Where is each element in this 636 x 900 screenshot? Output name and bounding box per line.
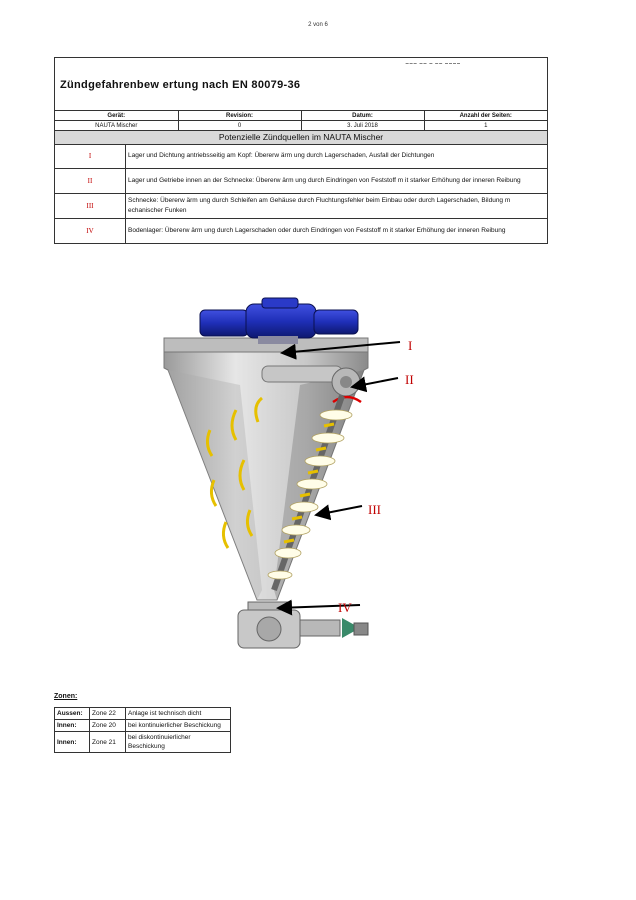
document-title: Zündgefahrenbew ertung nach EN 80079-36 <box>60 79 301 91</box>
zone-description: bei diskontinuierlicher Beschickung <box>125 731 231 753</box>
swivel-arm <box>261 365 362 404</box>
callout-arrows <box>276 341 401 616</box>
meta-header-device: Gerät: <box>55 111 179 121</box>
zones-table: Aussen: Zone 22 Anlage ist technisch dic… <box>54 707 231 753</box>
meta-table: Gerät: Revision: Datum: Anzahl der Seite… <box>55 111 547 131</box>
table-row: Aussen: Zone 22 Anlage ist technisch dic… <box>54 707 231 720</box>
zone-location: Innen: <box>54 719 90 732</box>
zone-id: Zone 22 <box>89 707 126 720</box>
drive-motor <box>199 297 359 344</box>
table-row: Innen: Zone 20 bei kontinuierlicher Besc… <box>54 719 231 732</box>
zone-description: bei kontinuierlicher Beschickung <box>125 719 231 732</box>
figure-label-IV: IV <box>338 600 352 615</box>
zone-description: Anlage ist technisch dicht <box>125 707 231 720</box>
title-marks: ▬▬▬ ▬▬ ▬ ▬▬ ▬▬▬▬ <box>405 61 461 65</box>
source-number: I <box>55 145 126 169</box>
sources-title: Potenzielle Zündquellen im NAUTA Mischer <box>55 131 547 145</box>
zone-location: Aussen: <box>54 707 90 720</box>
meta-header-pages: Anzahl der Seiten: <box>424 111 547 121</box>
assessment-sheet: ▬▬▬ ▬▬ ▬ ▬▬ ▬▬▬▬ Zündgefahrenbew ertung … <box>54 57 548 244</box>
source-text: Lager und Dichtung antriebsseitig am Kop… <box>125 145 547 169</box>
figure-label-I: I <box>408 338 412 353</box>
table-row: III Schnecke: Übererw ärm ung durch Schl… <box>55 193 547 219</box>
source-number: III <box>55 193 126 219</box>
zone-id: Zone 20 <box>89 719 126 732</box>
flow-arrows <box>205 396 335 549</box>
title-box: ▬▬▬ ▬▬ ▬ ▬▬ ▬▬▬▬ Zündgefahrenbew ertung … <box>55 58 547 111</box>
nauta-mixer-figure: I II III IV <box>163 297 414 649</box>
source-text: Lager und Getriebe innen an der Schnecke… <box>125 168 547 194</box>
meta-header-revision: Revision: <box>178 111 302 121</box>
meta-value-revision: 0 <box>178 120 302 131</box>
source-number: IV <box>55 218 126 243</box>
table-row: I Lager und Dichtung antriebsseitig am K… <box>55 145 547 169</box>
source-number: II <box>55 168 126 194</box>
source-text: Schnecke: Übererw ärm ung durch Schleife… <box>125 193 547 219</box>
page-number: 2 von 6 <box>308 22 328 28</box>
ignition-sources-table: I Lager und Dichtung antriebsseitig am K… <box>55 145 547 243</box>
zones-title: Zonen: <box>54 693 78 700</box>
meta-value-pages: 1 <box>424 120 547 131</box>
bottom-valve <box>237 601 369 649</box>
zone-id: Zone 21 <box>89 731 126 753</box>
table-row: II Lager und Getriebe innen an der Schne… <box>55 168 547 194</box>
zone-location: Innen: <box>54 731 90 753</box>
source-text: Bodenlager: Übererw ärm ung durch Lagers… <box>128 226 506 234</box>
figure-label-III: III <box>368 502 381 517</box>
meta-value-device: NAUTA Mischer <box>55 120 179 131</box>
meta-value-date: 3. Juli 2018 <box>301 120 425 131</box>
table-row: IV Bodenlager: Übererw ärm ung durch Lag… <box>55 218 547 243</box>
meta-header-date: Datum: <box>301 111 425 121</box>
table-row: Innen: Zone 21 bei diskontinuierlicher B… <box>54 731 231 753</box>
figure-label-II: II <box>405 372 414 387</box>
